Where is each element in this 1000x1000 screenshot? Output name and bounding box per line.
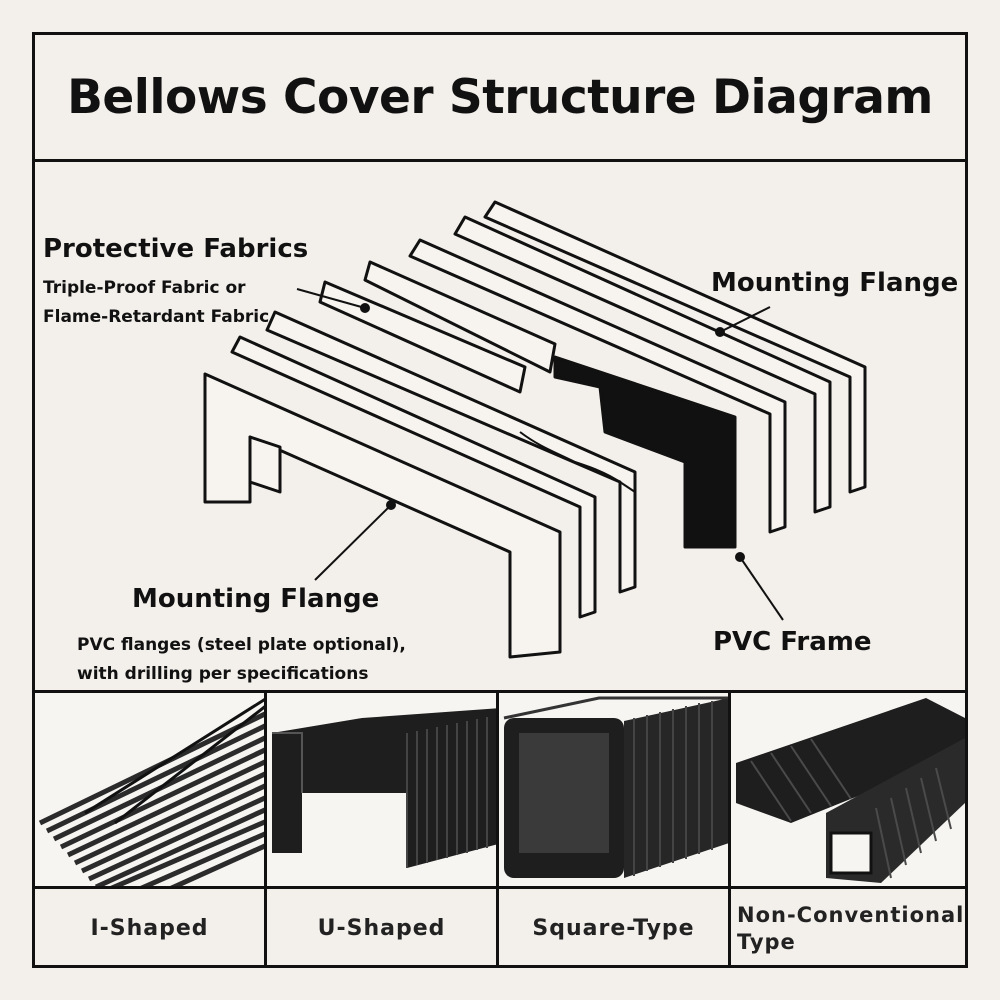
type-label-non-conventional: Non-Conventional Type: [737, 902, 965, 954]
mounting-flange-top-label: Mounting Flange: [711, 268, 959, 298]
type-label-i-shaped: I-Shaped: [90, 916, 209, 941]
non-conventional-bellows-photo: [731, 693, 965, 889]
fabric-type-line1: Triple-Proof Fabric or: [43, 278, 246, 298]
mounting-flange-bottom-label: Mounting Flange: [132, 584, 380, 614]
structure-diagram: Protective Fabrics Triple-Proof Fabric o…: [35, 162, 965, 693]
i-shaped-bellows-photo: [35, 693, 264, 889]
flange-note-line1: PVC flanges (steel plate optional),: [77, 635, 406, 655]
bellows-types-row: I-Shaped U-Shaped: [35, 693, 965, 965]
front-mounting-flange: [203, 372, 562, 659]
type-label-square-type: Square-Type: [532, 916, 695, 941]
page-title: Bellows Cover Structure Diagram: [35, 35, 965, 162]
pvc-frame-label: PVC Frame: [713, 627, 872, 657]
fabric-type-line2: Flame-Retardant Fabric: [43, 307, 270, 327]
type-cell-non-conventional: Non-Conventional Type: [731, 693, 965, 965]
pvc-frame-panel: [553, 355, 737, 549]
square-type-bellows-photo: [499, 693, 728, 889]
flange-note-line2: with drilling per specifications: [77, 664, 369, 684]
diagram-frame: Bellows Cover Structure Diagram: [32, 32, 968, 968]
type-cell-i-shaped: I-Shaped: [35, 693, 267, 965]
u-shaped-bellows-photo: [267, 693, 496, 889]
type-cell-square-type: Square-Type: [499, 693, 731, 965]
type-label-u-shaped: U-Shaped: [317, 916, 446, 941]
bellows-exploded-drawing: [203, 200, 867, 659]
protective-fabrics-label: Protective Fabrics: [43, 234, 309, 264]
type-cell-u-shaped: U-Shaped: [267, 693, 499, 965]
rear-mounting-flange: [483, 200, 867, 494]
